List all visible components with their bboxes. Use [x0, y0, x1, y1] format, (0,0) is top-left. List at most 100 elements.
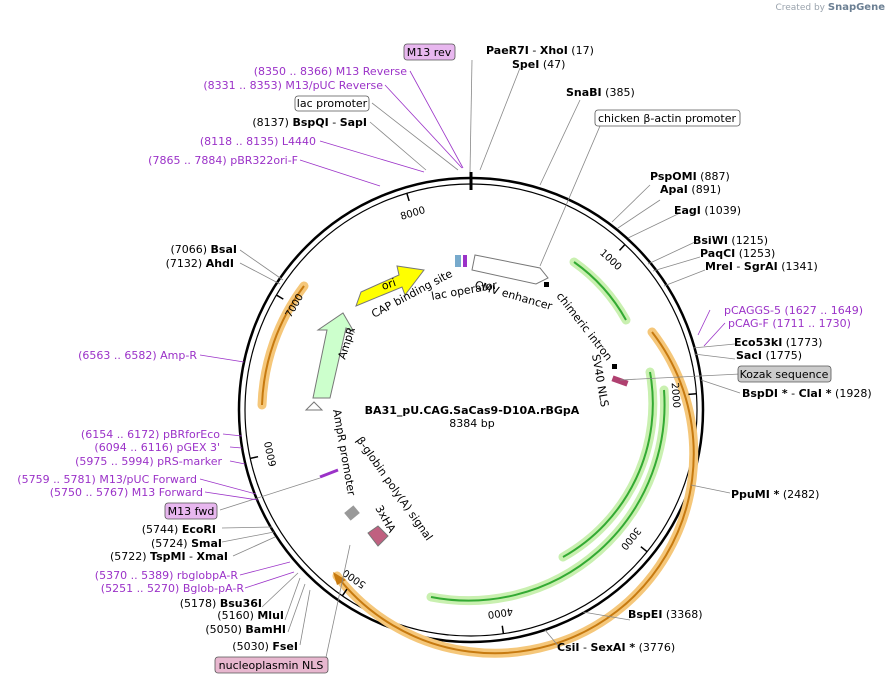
enzyme-bamhi-label[interactable]: (5050) BamHI — [205, 623, 286, 636]
tick-mark-5000 — [341, 588, 348, 597]
kozak-label: Kozak sequence — [740, 368, 829, 381]
nucleoplasmin-box[interactable]: nucleoplasmin NLS — [214, 656, 329, 674]
enzyme-name: Bsu36I — [220, 597, 262, 610]
primer-prs-marker-label[interactable]: (5975 .. 5994) pRS-marker — [75, 455, 222, 468]
primer-pbrforeco-label[interactable]: (6154 .. 6172) pBRforEco — [81, 428, 220, 441]
primer-pcaggs-5-label[interactable]: pCAGGS-5 (1627 .. 1649) — [724, 304, 863, 317]
lac-promoter-box[interactable]: lac promoter — [294, 95, 370, 112]
primer-name: pCAGGS-5 — [724, 304, 781, 317]
enzyme-eco53ki-label[interactable]: Eco53kI (1773) — [734, 336, 822, 349]
primer-range: (5370 .. 5389) — [95, 569, 177, 582]
enzyme-bspqi-label[interactable]: (8137) BspQI - SapI — [252, 116, 367, 129]
green-feature-inner-core — [562, 371, 654, 558]
primer-name: M13/pUC Forward — [99, 473, 197, 486]
enzyme-name-2: XmaI — [197, 550, 228, 563]
primer-name: pCAG-F — [728, 317, 769, 330]
enzyme-position: (1341) — [778, 260, 818, 273]
enzyme-mrei-label[interactable]: MreI - SgrAI (1341) — [705, 260, 818, 273]
m13-rev-box[interactable]: M13 rev — [403, 43, 456, 61]
plasmid-length: 8384 bp — [449, 417, 494, 430]
enzyme-ahdi-label[interactable]: (7132) AhdI — [166, 257, 234, 270]
ring-features — [257, 257, 699, 658]
enzyme-name: ApaI — [660, 183, 688, 196]
enzyme-csii-label[interactable]: CsiI - SexAI * (3776) — [557, 641, 675, 654]
primer-m13-forward-label[interactable]: (5750 .. 5767) M13 Forward — [50, 486, 203, 499]
enzyme-position: (1253) — [735, 247, 775, 260]
primer-name: pBR322ori-F — [230, 154, 298, 167]
primer-range: (8331 .. 8353) — [203, 79, 285, 92]
enzyme-spei-label[interactable]: SpeI (47) — [512, 58, 565, 71]
enzyme-ecori-label[interactable]: (5744) EcoRI — [142, 523, 216, 536]
enzyme-position: (5722) — [110, 550, 150, 563]
enzyme-fsei-label[interactable]: (5030) FseI — [232, 640, 298, 653]
primer-name: Amp-R — [160, 349, 197, 362]
enzyme-bsai-label[interactable]: (7066) BsaI — [170, 243, 237, 256]
primer-range: (1711 .. 1730) — [769, 317, 851, 330]
enzyme-name-2: ClaI * — [799, 387, 832, 400]
enzyme-apai-label[interactable]: ApaI (891) — [660, 183, 721, 196]
tick-mark-3000 — [640, 546, 648, 553]
primer-pbr322ori-f-label[interactable]: (7865 .. 7884) pBR322ori-F — [148, 154, 298, 167]
primer-rbglobpa-r-label[interactable]: (5370 .. 5389) rbglobpA-R — [95, 569, 239, 582]
enzyme-position: (5178) — [180, 597, 220, 610]
ampr-promoter-arrow — [304, 401, 324, 411]
primer-amp-r-label[interactable]: (6563 .. 6582) Amp-R — [78, 349, 197, 362]
left-orange-arc-core — [261, 285, 305, 406]
enzyme-name: PspOMI — [650, 170, 697, 183]
green-feature-outer-core — [573, 261, 627, 321]
primer-m13-puc-forward-label[interactable]: (5759 .. 5781) M13/pUC Forward — [17, 473, 197, 486]
tick-label-4000: 4000 — [487, 605, 514, 620]
enzyme-position: (5030) — [232, 640, 272, 653]
enzyme-name-2: SapI — [340, 116, 367, 129]
enzyme-bsiwi-label[interactable]: BsiWI (1215) — [693, 234, 768, 247]
ori-label: ori — [380, 276, 398, 293]
enzyme-saci-label[interactable]: SacI (1775) — [736, 349, 802, 362]
enzyme-tspmi-label[interactable]: (5722) TspMI - XmaI — [110, 550, 228, 563]
enzyme-separator: - — [329, 116, 340, 129]
lac-operator-marker — [463, 255, 467, 267]
primer-labels: (8350 .. 8366) M13 Reverse(8331 .. 8353)… — [17, 65, 863, 595]
chicken-actin-box[interactable]: chicken β-actin promoter — [594, 109, 741, 127]
enzyme-paer7i-label[interactable]: PaeR7I - XhoI (17) — [486, 44, 594, 57]
tick-mark-4000 — [501, 625, 505, 634]
primer-bglob-pa-r-label[interactable]: (5251 .. 5270) Bglob-pA-R — [101, 582, 245, 595]
primer-range: (8118 .. 8135) — [200, 135, 282, 148]
primer-name: Bglob-pA-R — [183, 582, 245, 595]
sv40-tick — [612, 364, 617, 369]
green-feature-main-core — [430, 389, 666, 602]
primer-pcag-f-label[interactable]: pCAG-F (1711 .. 1730) — [728, 317, 851, 330]
enzyme-smai-label[interactable]: (5724) SmaI — [151, 537, 222, 550]
primer-name: M13 Reverse — [336, 65, 407, 78]
primer-pgex-3-label[interactable]: (6094 .. 6116) pGEX 3' — [94, 441, 220, 454]
lac-promoter-label: lac promoter — [297, 97, 368, 110]
primer-range: (7865 .. 7884) — [148, 154, 230, 167]
enzyme-mlui-label[interactable]: (5160) MluI — [217, 609, 284, 622]
enzyme-ppumi-label[interactable]: PpuMI * (2482) — [731, 488, 819, 501]
enzyme-separator: - — [733, 260, 744, 273]
tick-mark-8000 — [406, 193, 410, 202]
m13-fwd-box[interactable]: M13 fwd — [164, 502, 218, 520]
primer-range: (5251 .. 5270) — [101, 582, 183, 595]
tick-label-2000: 2000 — [669, 382, 682, 408]
tick-mark-1000 — [618, 244, 626, 251]
enzyme-name: BspEI — [628, 608, 662, 621]
enzyme-snabi-label[interactable]: SnaBI (385) — [566, 86, 635, 99]
enzyme-bsu36i-label[interactable]: (5178) Bsu36I — [180, 597, 262, 610]
enzyme-eagi-label[interactable]: EagI (1039) — [674, 204, 741, 217]
enzyme-bspdi-label[interactable]: BspDI * - ClaI * (1928) — [742, 387, 872, 400]
primer-range: (1627 .. 1649) — [781, 304, 863, 317]
cas9-orange-arc-core — [336, 331, 695, 655]
primer-m13-puc-reverse-label[interactable]: (8331 .. 8353) M13/pUC Reverse — [203, 79, 383, 92]
enzyme-name: SacI — [736, 349, 762, 362]
sv40-nls-marker — [611, 375, 629, 387]
primer-range: (6154 .. 6172) — [81, 428, 163, 441]
enzyme-bspei-label[interactable]: BspEI (3368) — [628, 608, 703, 621]
enzyme-paqci-label[interactable]: PaqCI (1253) — [700, 247, 775, 260]
primer-name: rbglobpA-R — [177, 569, 238, 582]
primer-m13-reverse-label[interactable]: (8350 .. 8366) M13 Reverse — [254, 65, 407, 78]
enzyme-pspomi-label[interactable]: PspOMI (887) — [650, 170, 730, 183]
kozak-box[interactable]: Kozak sequence — [737, 365, 832, 383]
primer-l4440-label[interactable]: (8118 .. 8135) L4440 — [200, 135, 316, 148]
primer-name: pGEX 3' — [176, 441, 220, 454]
